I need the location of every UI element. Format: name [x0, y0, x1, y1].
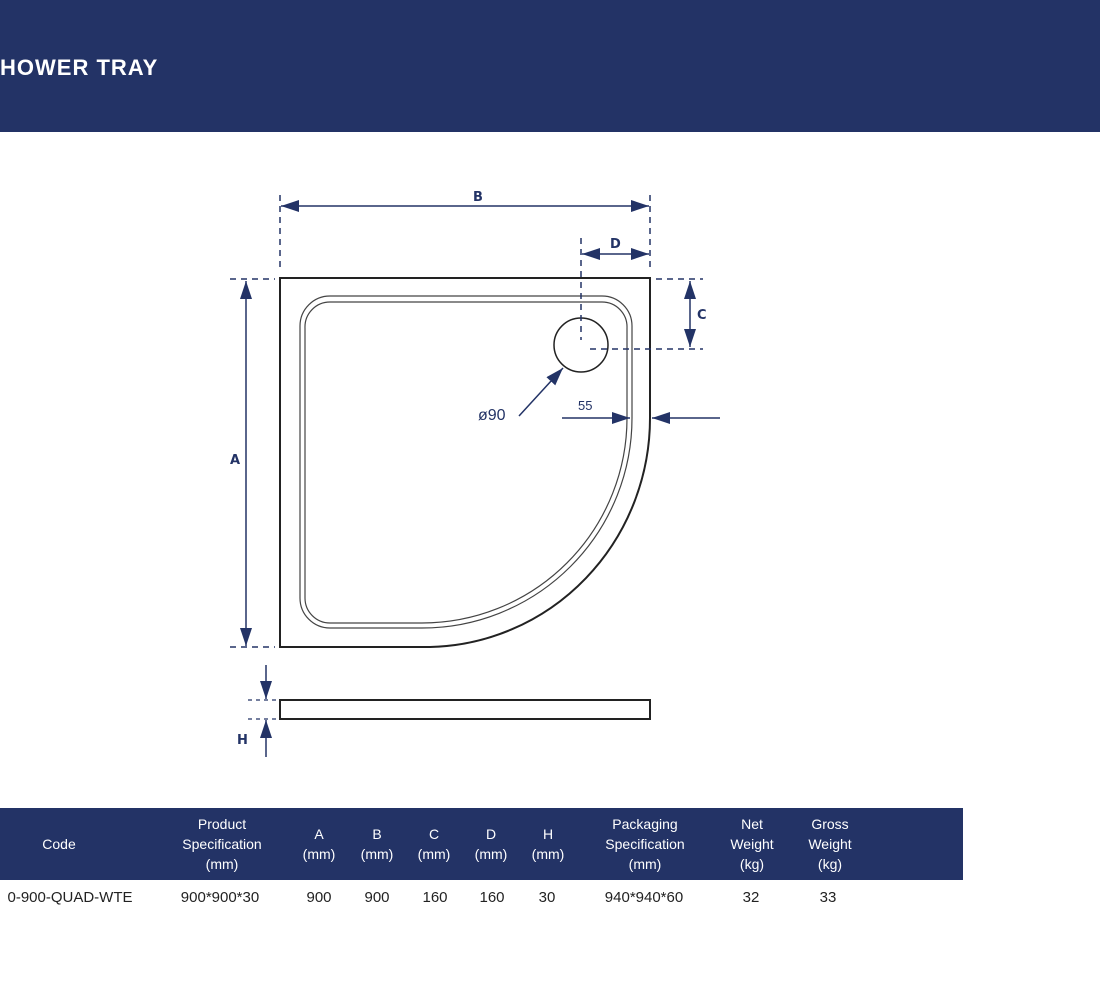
cell-d: 160 [479, 889, 505, 906]
spec-table-header: Code Product Specification (mm) A (mm) B… [0, 808, 963, 880]
tray-side-view [279, 699, 651, 720]
label-rim-width: 55 [578, 398, 592, 413]
cell-net-weight: 32 [742, 889, 760, 906]
cell-c: 160 [422, 889, 448, 906]
cell-gross-weight: 33 [819, 889, 837, 906]
col-packaging-spec: Packaging Specification (mm) [605, 816, 685, 872]
label-b: B [473, 190, 483, 205]
cell-packaging-spec: 940*940*60 [604, 889, 684, 906]
col-gross-weight: Gross Weight (kg) [808, 816, 852, 872]
cell-b: 900 [364, 889, 390, 906]
label-c: C [697, 308, 707, 323]
label-a: A [230, 453, 240, 468]
col-code: Code [42, 836, 76, 852]
tray-outline [279, 277, 651, 648]
tray-inner-rim [299, 295, 633, 629]
cell-product-spec: 900*900*30 [180, 889, 260, 906]
col-a: A (mm) [302, 826, 336, 862]
col-h: H (mm) [531, 826, 565, 862]
col-net-weight: Net Weight (kg) [730, 816, 774, 872]
header-bar: HOWER TRAY [0, 0, 1100, 132]
cell-code: 0-900-QUAD-WTE [7, 889, 133, 906]
col-c: C (mm) [417, 826, 451, 862]
cell-h: 30 [538, 889, 556, 906]
col-product-spec: Product Specification (mm) [182, 816, 262, 872]
label-h: H [237, 733, 248, 748]
col-b: B (mm) [360, 826, 394, 862]
page-title: HOWER TRAY [0, 55, 159, 80]
col-d: D (mm) [474, 826, 508, 862]
label-d: D [610, 237, 621, 252]
tray-drawing: B D C A H ø90 55 [230, 190, 720, 757]
label-waste-diameter: ø90 [478, 407, 506, 424]
cell-a: 900 [306, 889, 332, 906]
